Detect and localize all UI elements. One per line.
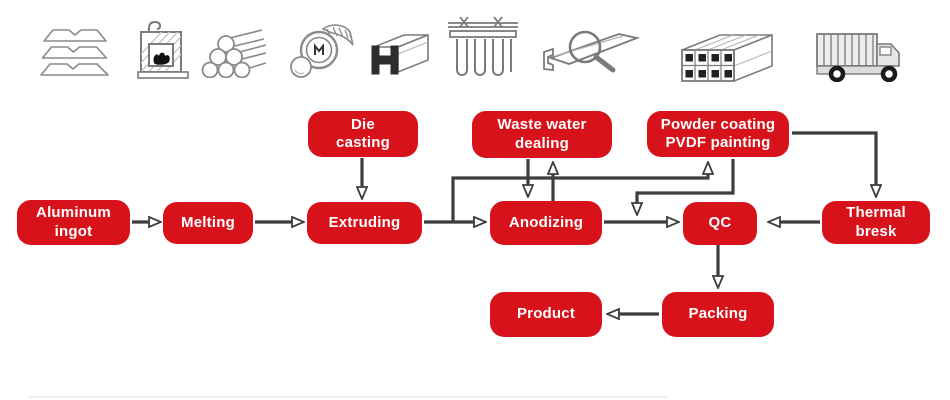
node-product: Product bbox=[490, 292, 602, 337]
node-anodizing: Anodizing bbox=[490, 201, 602, 245]
delivery-truck-icon bbox=[816, 33, 900, 82]
melting-furnace-icon bbox=[137, 20, 189, 79]
anodizing-rack-icon bbox=[448, 16, 518, 76]
arrow-powdercoating-to-thermalbresk bbox=[792, 131, 876, 186]
aluminum-profile-stack-icon bbox=[40, 29, 109, 76]
extrusion-press-icon bbox=[290, 24, 354, 78]
node-waste-water-dealing: Waste water dealing bbox=[472, 111, 612, 158]
node-extruding: Extruding bbox=[307, 202, 422, 244]
node-die-casting: Die casting bbox=[308, 111, 418, 157]
node-thermal-bresk: Thermal bresk bbox=[822, 201, 930, 244]
bottom-divider bbox=[28, 396, 668, 398]
packed-profiles-icon bbox=[681, 33, 773, 83]
node-powder-coating-pvdf-painting: Powder coating PVDF painting bbox=[647, 111, 789, 157]
node-melting: Melting bbox=[163, 202, 253, 244]
aluminum-billets-icon bbox=[201, 29, 267, 78]
node-packing: Packing bbox=[662, 292, 774, 337]
arrow-powdercoating-to-qc bbox=[637, 159, 735, 204]
node-qc: QC bbox=[683, 202, 757, 245]
node-aluminum-ingot: Aluminum ingot bbox=[17, 200, 130, 245]
quality-inspection-icon bbox=[543, 30, 641, 73]
h-beam-profile-icon bbox=[371, 33, 429, 75]
